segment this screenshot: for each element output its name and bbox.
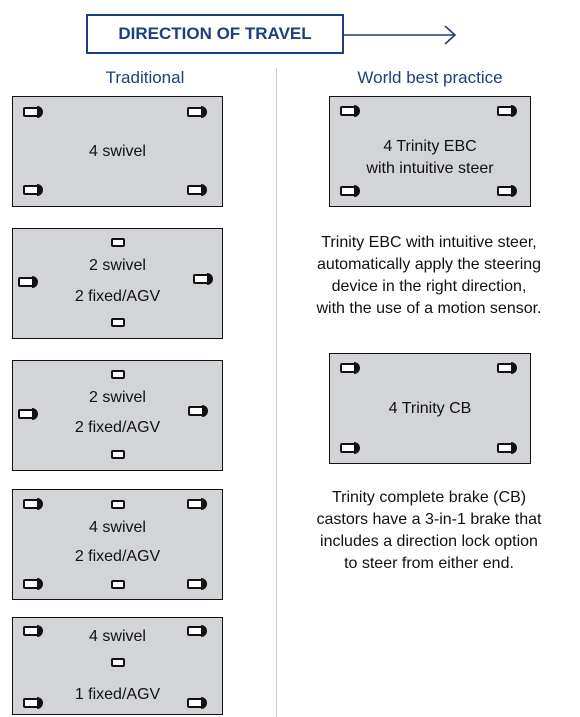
swivel-castor-icon (187, 698, 203, 708)
trolley-traditional-2-swivel-2-fixed-alt: 2 swivel 2 fixed/AGV (12, 360, 223, 471)
trolley-label: 4 swivel (89, 143, 146, 160)
fixed-castor-icon (111, 370, 125, 379)
swivel-castor-icon (188, 406, 204, 416)
trolley-label: 2 fixed/AGV (74, 548, 161, 565)
trolley-label: 2 fixed/AGV (74, 419, 161, 436)
trolley-trinity-ebc: 4 Trinity EBC with intuitive steer (329, 96, 531, 207)
trolley-label: 2 fixed/AGV (74, 288, 161, 305)
direction-of-travel-text: DIRECTION OF TRAVEL (118, 24, 312, 43)
description-line: includes a direction lock option (320, 533, 538, 550)
description-line: Trinity complete brake (CB) (331, 489, 527, 506)
swivel-castor-icon (23, 499, 39, 509)
description-line: device in the right direction, (331, 278, 527, 295)
swivel-castor-icon (23, 185, 39, 195)
best-practice-heading: World best practice (357, 68, 503, 87)
swivel-castor-icon (497, 106, 513, 116)
trolley-traditional-4-swivel-1-fixed: 4 swivel 1 fixed/AGV (12, 617, 223, 715)
trolley-label: 4 Trinity EBC (383, 138, 477, 155)
direction-of-travel-label: DIRECTION OF TRAVEL (86, 14, 344, 54)
swivel-castor-icon (187, 579, 203, 589)
swivel-castor-icon (23, 579, 39, 589)
column-divider (276, 68, 277, 717)
traditional-heading: Traditional (105, 68, 185, 87)
direction-arrow-icon (344, 25, 457, 45)
description-line: with the use of a motion sensor. (316, 300, 542, 317)
trolley-traditional-4-swivel-2-fixed: 4 swivel 2 fixed/AGV (12, 489, 223, 600)
fixed-castor-icon (111, 238, 125, 247)
trolley-label: 4 Trinity CB (388, 400, 472, 417)
swivel-castor-icon (497, 186, 513, 196)
swivel-castor-icon (340, 186, 356, 196)
swivel-castor-icon (187, 185, 203, 195)
description-line: castors have a 3-in-1 brake that (316, 511, 542, 528)
swivel-castor-icon (18, 277, 34, 287)
description-line: to steer from either end. (344, 555, 514, 572)
fixed-castor-icon (111, 450, 125, 459)
trolley-traditional-2-swivel-2-fixed: 2 swivel 2 fixed/AGV (12, 228, 223, 339)
description-line: Trinity EBC with intuitive steer, (321, 234, 537, 251)
trolley-traditional-4-swivel: 4 swivel (12, 96, 223, 207)
swivel-castor-icon (187, 499, 203, 509)
swivel-castor-icon (340, 363, 356, 373)
trolley-label: 2 swivel (89, 257, 146, 274)
swivel-castor-icon (497, 443, 513, 453)
swivel-castor-icon (23, 626, 39, 636)
fixed-castor-icon (111, 500, 125, 509)
swivel-castor-icon (23, 107, 39, 117)
swivel-castor-icon (193, 274, 209, 284)
fixed-castor-icon (111, 318, 125, 327)
trolley-label: 2 swivel (89, 389, 146, 406)
swivel-castor-icon (187, 107, 203, 117)
swivel-castor-icon (187, 626, 203, 636)
trolley-label: with intuitive steer (366, 160, 494, 177)
trolley-label: 4 swivel (89, 519, 146, 536)
fixed-castor-icon (111, 580, 125, 589)
swivel-castor-icon (18, 409, 34, 419)
description-line: automatically apply the steering (316, 256, 542, 273)
trinity-ebc-description: Trinity EBC with intuitive steer, automa… (282, 232, 576, 320)
fixed-castor-icon (111, 658, 125, 667)
swivel-castor-icon (23, 698, 39, 708)
swivel-castor-icon (497, 363, 513, 373)
trinity-cb-description: Trinity complete brake (CB) castors have… (282, 487, 576, 575)
trolley-trinity-cb: 4 Trinity CB (329, 353, 531, 464)
trolley-label: 1 fixed/AGV (74, 686, 161, 703)
trolley-label: 4 swivel (89, 628, 146, 645)
swivel-castor-icon (340, 106, 356, 116)
swivel-castor-icon (340, 443, 356, 453)
